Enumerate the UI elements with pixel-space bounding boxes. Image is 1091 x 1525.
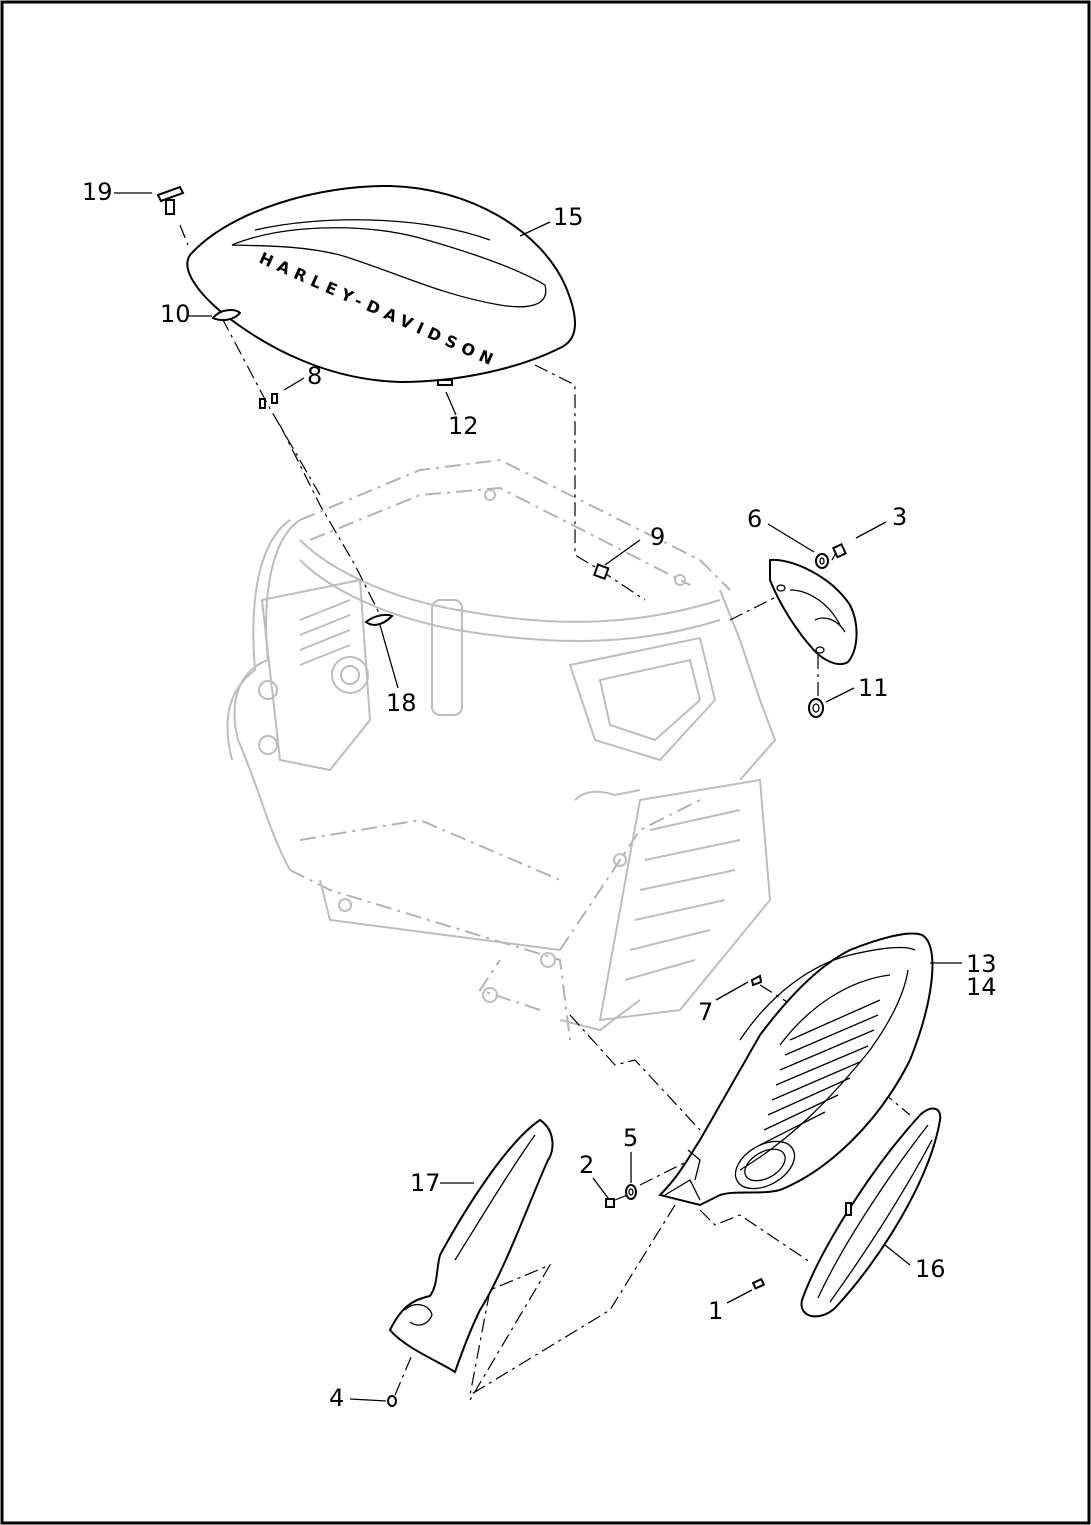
side-trim-part-16[interactable] [800,1107,942,1318]
screw-part-4[interactable] [387,1395,397,1407]
callout-8[interactable]: 8 [307,362,322,390]
callout-6[interactable]: 6 [747,505,762,533]
washer-part-6[interactable] [815,553,829,569]
callout-3[interactable]: 3 [892,503,907,531]
callout-labels: 19 15 10 8 12 6 3 9 11 18 13 14 7 5 2 17… [82,178,997,1412]
callout-12[interactable]: 12 [448,412,479,440]
clip-part-18[interactable] [364,613,394,626]
callout-5[interactable]: 5 [623,1124,638,1152]
callout-9[interactable]: 9 [650,523,665,551]
callout-4[interactable]: 4 [329,1384,344,1412]
callout-19[interactable]: 19 [82,178,113,206]
grommet-part-12[interactable] [437,379,453,386]
assembly-lines [179,224,911,1401]
nut-part-9[interactable] [592,563,610,580]
callout-11[interactable]: 11 [858,674,889,702]
callout-13[interactable]: 13 [966,950,997,978]
callout-18[interactable]: 18 [386,689,417,717]
washer-part-5[interactable] [625,1184,637,1200]
bolt-part-19[interactable] [156,185,185,215]
callout-2[interactable]: 2 [579,1151,594,1179]
radiator-shroud-part-13-14[interactable] [658,932,934,1207]
callout-16[interactable]: 16 [915,1255,946,1283]
lower-panel-part-17[interactable] [388,1118,554,1374]
screw-part-2[interactable] [605,1198,615,1208]
clip-part-7[interactable] [750,974,763,987]
callout-17[interactable]: 17 [410,1169,441,1197]
nut-part-11[interactable] [808,698,824,718]
leader-lines [114,192,962,1402]
screw-part-3[interactable] [831,543,847,561]
callout-1[interactable]: 1 [708,1297,723,1325]
motorcycle-frame [226,458,777,1041]
callout-10[interactable]: 10 [160,300,191,328]
tank-cover-part-15[interactable]: HARLEY-DAVIDSON [186,184,577,384]
callout-15[interactable]: 15 [553,203,584,231]
callout-7[interactable]: 7 [698,998,713,1026]
mount-bracket[interactable] [769,558,858,666]
screw-part-1[interactable] [751,1277,766,1290]
fastener-part-8[interactable] [259,393,278,409]
clip-part-10[interactable] [211,309,242,322]
callout-14[interactable]: 14 [966,973,997,1001]
